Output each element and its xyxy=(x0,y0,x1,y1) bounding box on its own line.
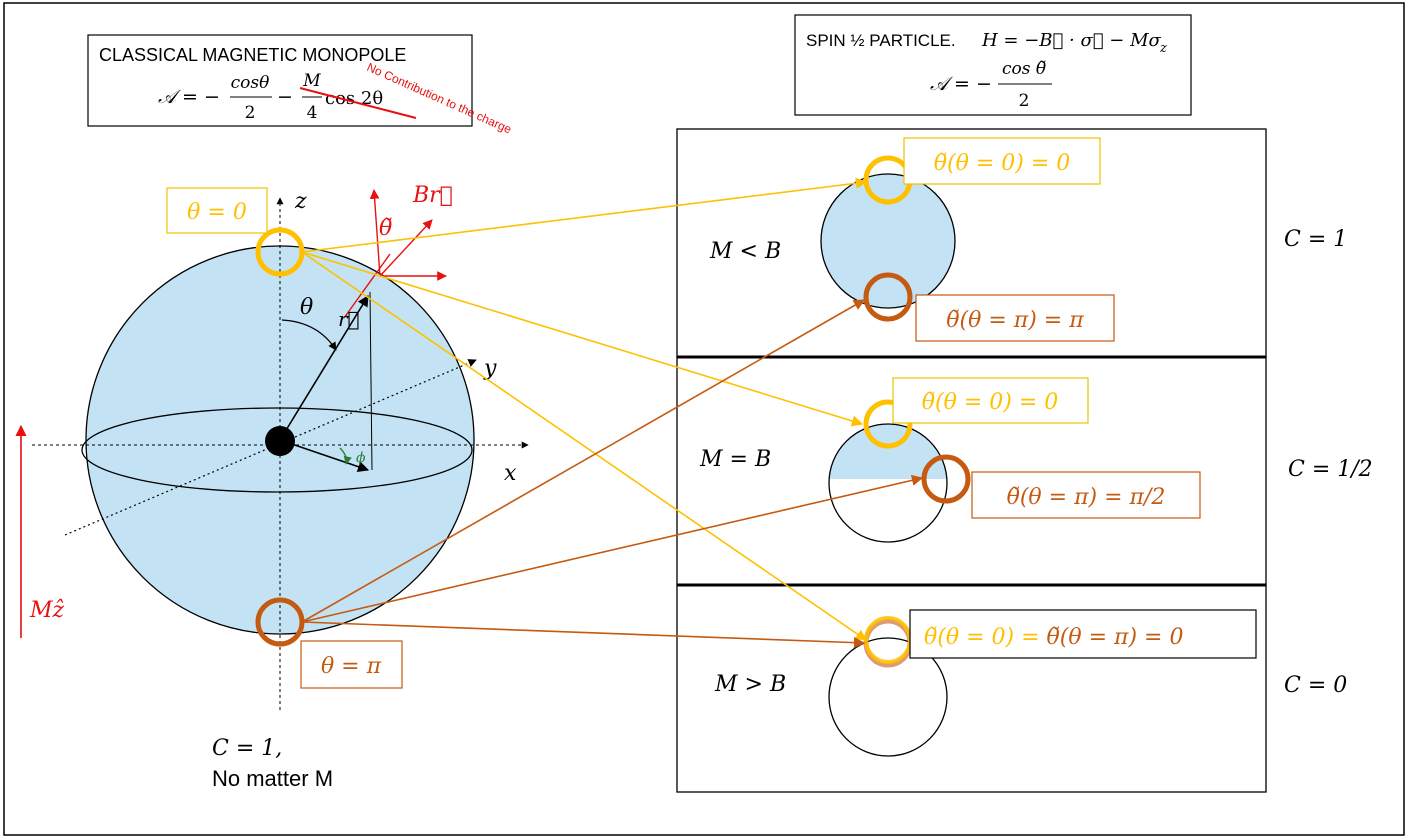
panel-2-upper-fill xyxy=(829,424,947,479)
monopole-minus: − xyxy=(277,86,293,108)
panel-3-content: M > B θ̃(θ = 0) = θ̃(θ = π) = 0 xyxy=(714,609,1257,757)
red-tangent-line xyxy=(343,253,391,319)
panel-1-sphere xyxy=(820,173,956,309)
south-to-panel-2-arrow xyxy=(301,474,924,623)
b-r-label: Br⃗ xyxy=(412,183,453,208)
equator-ellipse xyxy=(81,407,473,493)
charge-m-equal-b: C = 1/2 xyxy=(1288,457,1373,482)
panel-2-south-box xyxy=(971,471,1201,519)
monopole-frac1-num: cosθ xyxy=(231,73,270,93)
monopole-frac2-den: 4 xyxy=(307,103,318,123)
panel-1-north-box xyxy=(903,137,1101,185)
spin-title: SPIN ½ PARTICLE. xyxy=(806,31,956,50)
r-vector xyxy=(279,295,369,441)
mapping-arrows xyxy=(301,177,924,649)
x-axis-label: x xyxy=(504,461,517,486)
panel-3-condition: M > B xyxy=(714,672,786,697)
north-to-panel-3-arrow xyxy=(301,251,867,641)
north-label-box xyxy=(166,187,268,234)
outer-frame xyxy=(3,2,1405,836)
z-axis-label: z xyxy=(294,189,307,214)
classical-charge-label: C = 1, xyxy=(212,736,282,761)
panel-2-north-ring xyxy=(863,399,913,449)
monopole-cos2theta: cos 2θ xyxy=(325,88,383,109)
panel-2-sphere xyxy=(828,423,948,543)
spin-frac-num: cos θ̃ xyxy=(1002,59,1046,79)
south-label-box xyxy=(300,640,403,689)
panel-1-south-label: θ̃(θ = π) = π xyxy=(946,308,1084,333)
projection-line xyxy=(369,291,373,471)
panel-2-north-label: θ̃(θ = 0) = 0 xyxy=(922,390,1059,415)
theta-label: θ xyxy=(300,295,313,320)
monopole-title: CLASSICAL MAGNETIC MONOPOLE xyxy=(99,45,406,65)
strike-through-line xyxy=(299,87,417,119)
panel-2-condition: M = B xyxy=(699,447,771,472)
spin-frac-den: 2 xyxy=(1019,91,1030,111)
charge-m-greater-b: C = 0 xyxy=(1284,673,1347,698)
panel-1-north-label: θ̃(θ = 0) = 0 xyxy=(934,151,1071,176)
y-axis-label: y xyxy=(483,356,497,381)
panel-1-south-ring xyxy=(863,272,913,322)
phi-arc xyxy=(339,447,352,465)
north-to-panel-1-arrow xyxy=(301,177,868,253)
phi-label: ϕ xyxy=(356,450,366,466)
panel-3-label-box xyxy=(909,609,1257,659)
north-to-panel-2-arrow xyxy=(301,251,864,427)
monopole-center xyxy=(265,426,295,456)
panel-1-content: M < B θ̃(θ = 0) = 0 θ̃(θ = π) = π xyxy=(709,137,1115,342)
monopole-frac2-num: M xyxy=(302,71,321,91)
spin-hamiltonian-sub: z xyxy=(1159,41,1167,56)
monopole-frac1-den: 2 xyxy=(245,103,256,123)
spin-lhs: 𝒜 = − xyxy=(930,73,992,95)
south-to-panel-1-arrow xyxy=(301,299,865,623)
classical-charge-note: No matter M xyxy=(212,766,333,791)
spin-formula-box: SPIN ½ PARTICLE. H = −B⃗ · σ⃗ − Mσ z 𝒜 =… xyxy=(794,14,1192,116)
b-r-vector xyxy=(379,219,433,277)
projected-vector xyxy=(279,439,370,473)
r-vector-label: r⃗ xyxy=(338,307,360,331)
charge-m-less-b: C = 1 xyxy=(1284,227,1347,252)
theta-arc xyxy=(281,319,337,351)
panel-3-combined-label: θ̃(θ = 0) = θ̃(θ = π) = 0 xyxy=(924,625,1183,650)
south-pole-label: θ = π xyxy=(321,654,382,679)
monopole-lhs: 𝒜 = − xyxy=(158,86,220,108)
panel-2-south-label: θ̃(θ = π) = π/2 xyxy=(1007,485,1166,510)
spin-panels xyxy=(676,128,1267,793)
panel-3-south-part: θ̃(θ = π) = 0 xyxy=(1047,625,1184,650)
panel-1-south-box xyxy=(915,294,1115,342)
panel-2-content: M = B θ̃(θ = 0) = 0 θ̃(θ = π) = π/2 xyxy=(699,377,1201,543)
theta-tilde-label: θ̃ xyxy=(379,216,392,241)
spin-hamiltonian: H = −B⃗ · σ⃗ − Mσ xyxy=(981,30,1162,51)
panel-3-north-part: θ̃(θ = 0) = xyxy=(924,625,1047,650)
bloch-sphere: z x y θ r⃗ ϕ θ̃ Br⃗ xyxy=(32,183,529,710)
south-to-panel-3-arrow xyxy=(301,621,866,649)
m-zhat-label: Mẑ xyxy=(29,598,65,623)
panel-2-south-ring xyxy=(921,454,971,504)
bz-vector xyxy=(369,189,381,277)
monopole-formula-box: CLASSICAL MAGNETIC MONOPOLE 𝒜 = − cosθ 2… xyxy=(87,34,473,127)
north-pole-label: θ = 0 xyxy=(187,200,247,225)
panel-1-condition: M < B xyxy=(709,239,781,264)
panel-2-north-box xyxy=(892,377,1089,424)
panel-3-sphere xyxy=(828,637,948,757)
